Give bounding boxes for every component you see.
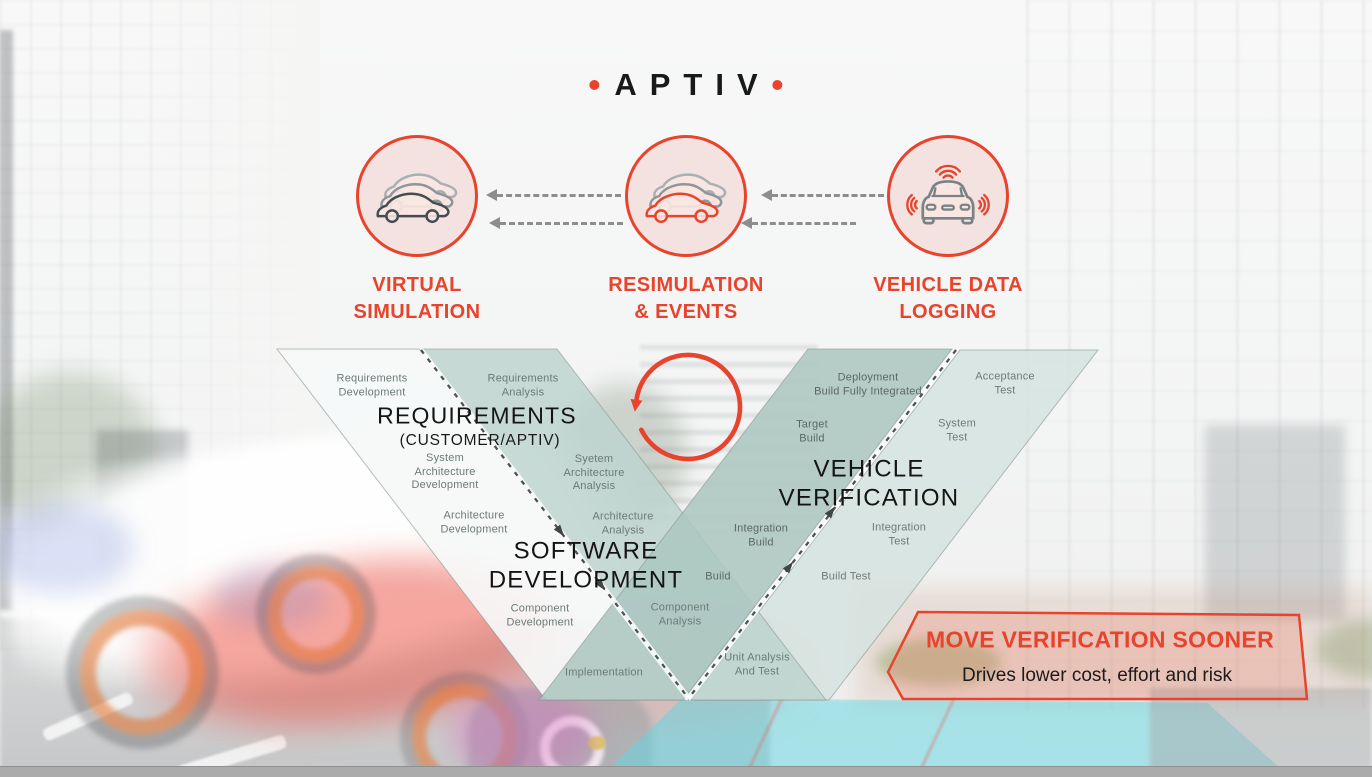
dashed-left-arrow-icon <box>761 189 884 201</box>
stage-build-test: Build Test <box>821 570 871 583</box>
logo-text: APTIV <box>614 67 771 102</box>
pillar-far-left <box>0 30 13 610</box>
banner-title: MOVE VERIFICATION SOONER <box>926 626 1274 653</box>
divider-arrowhead-icon <box>594 578 606 591</box>
counterclockwise-loop-icon <box>634 352 743 462</box>
divider-arrowhead-icon <box>782 561 794 574</box>
dashed-left-arrow-icon <box>741 217 856 229</box>
callout-banner-shape <box>886 610 1309 701</box>
stage-implementation: Implementation <box>564 666 644 679</box>
divider-arrowhead-icon <box>824 506 836 519</box>
loop-arrowhead-icon <box>630 399 643 412</box>
aptiv-logo: APTIV <box>589 67 783 103</box>
logo-dot-icon <box>589 80 600 90</box>
label-virtual-simulation: VIRTUAL SIMULATION <box>353 274 481 323</box>
band-test <box>689 349 1100 701</box>
stage-build: Build <box>705 570 731 583</box>
heading-vehicle-verification: VEHICLE VERIFICATION <box>778 455 960 512</box>
car-signal-icon <box>906 164 990 225</box>
building-entrance <box>1205 425 1345 620</box>
band-build <box>537 348 954 701</box>
heading-requirements-sub: (CUSTOMER/APTIV) <box>399 432 561 449</box>
bush-near-banner <box>876 638 1001 686</box>
band-development <box>275 348 690 701</box>
heading-requirements: REQUIREMENTS <box>377 402 577 429</box>
blue-reflection <box>0 502 133 594</box>
magenta-glow <box>452 688 597 777</box>
node-resimulation-events <box>625 135 747 257</box>
banner-subtitle: Drives lower cost, effort and risk <box>962 665 1232 686</box>
dashed-divider-left <box>420 349 690 700</box>
dashed-divider-right <box>687 349 957 700</box>
pavement-right <box>1150 688 1372 777</box>
heading-software-development: SOFTWARE DEVELOPMENT <box>488 537 684 594</box>
dashed-left-arrow-icon <box>486 189 621 201</box>
label-resimulation-events: RESIMULATION & EVENTS <box>608 274 764 323</box>
plaza-ground <box>856 588 1372 706</box>
dashed-left-arrow-icon <box>489 217 623 229</box>
divider-arrowhead-icon <box>553 524 565 537</box>
robotic-car-dot <box>588 736 606 750</box>
stacked-cars-icon <box>376 173 458 224</box>
window-bottom-bar <box>0 766 1372 777</box>
node-vehicle-data-logging <box>887 135 1009 257</box>
stacked-cars-accent-icon <box>645 173 727 224</box>
logo-dot-icon <box>772 80 783 90</box>
label-vehicle-data-logging: VEHICLE DATA LOGGING <box>873 274 1023 323</box>
node-virtual-simulation <box>356 135 478 257</box>
